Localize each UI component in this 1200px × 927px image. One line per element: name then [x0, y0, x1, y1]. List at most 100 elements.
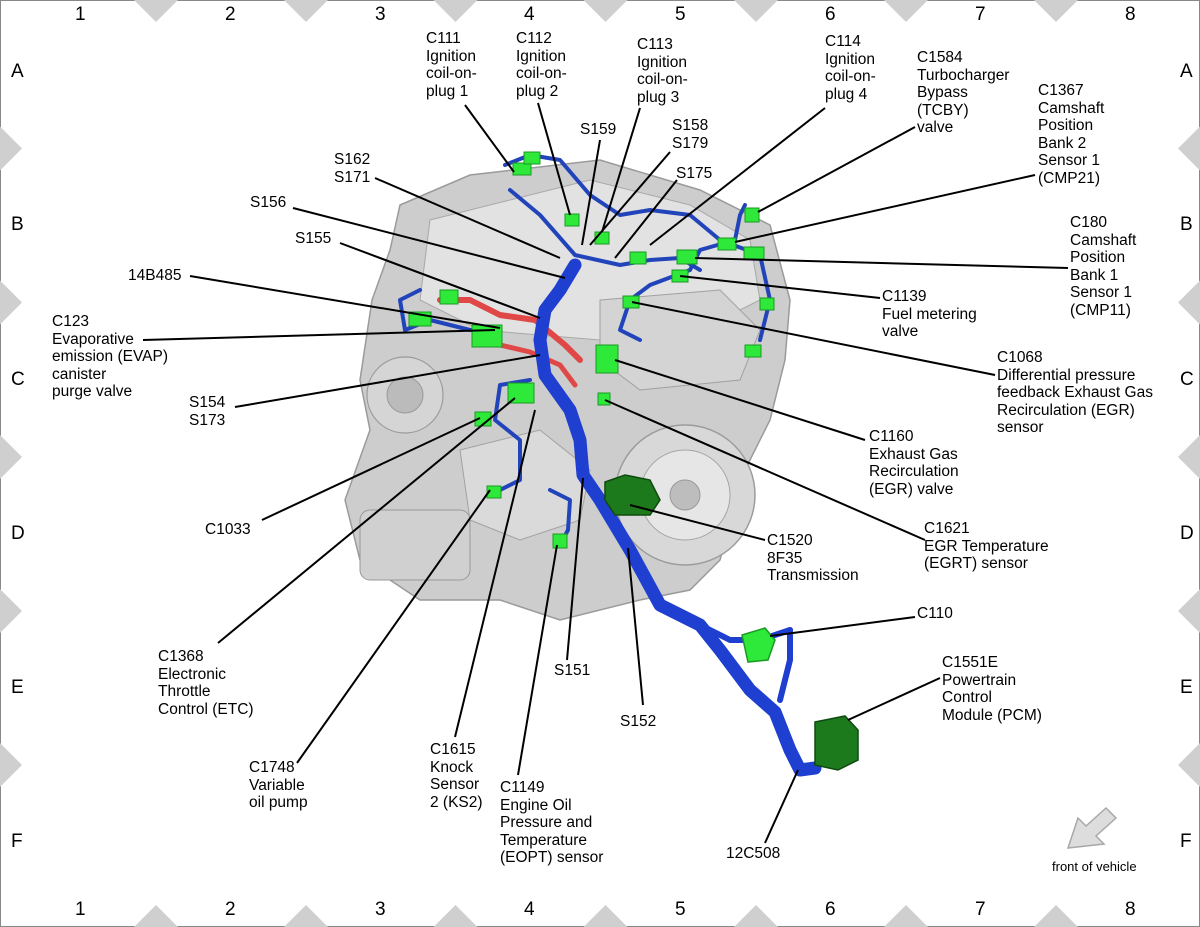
grid-col-bottom-1: 1 [75, 899, 86, 920]
frame-marker-top [884, 0, 928, 22]
label-c1748: C1748 Variable oil pump [249, 759, 308, 811]
label-c114: C114 Ignition coil-on- plug 4 [825, 33, 876, 103]
frame-marker-top [433, 0, 478, 22]
frame-marker-left [0, 280, 22, 325]
frame-marker-bottom [884, 905, 928, 927]
label-s155: S155 [295, 230, 332, 247]
grid-row-right-A: A [1180, 61, 1193, 82]
grid-row-left-D: D [11, 523, 25, 544]
grid-col-bottom-3: 3 [375, 899, 386, 920]
leader-lines [142, 102, 1069, 844]
grid-row-left-E: E [11, 677, 24, 698]
connector-c1367-shape [717, 237, 737, 251]
main-harness-trunk [533, 258, 822, 777]
label-c1621: C1621 EGR Temperature (EGRT) sensor [924, 520, 1049, 572]
frame-marker-top [1034, 0, 1078, 22]
label-c1068: C1068 Differential pressure feedback Exh… [997, 349, 1153, 436]
label-c1160: C1160 Exhaust Gas Recirculation (EGR) va… [869, 428, 959, 498]
front-of-vehicle-arrow [1066, 806, 1118, 849]
grid-col-top-7: 7 [975, 4, 986, 25]
right-branch-wire [618, 203, 747, 342]
connector-c180-shape [676, 249, 698, 265]
frame-marker-right [1178, 435, 1200, 479]
grid-row-left-C: C [11, 369, 25, 390]
connector-c1149-shape [552, 533, 568, 549]
label-c180: C180 Camshaft Position Bank 1 Sensor 1 (… [1070, 214, 1137, 319]
label-c1615: C1615 Knock Sensor 2 (KS2) [430, 741, 483, 811]
connectors [408, 151, 859, 771]
frame-marker-left [0, 743, 22, 787]
grid-row-left-A: A [11, 61, 24, 82]
label-s158-s179: S158 S179 [672, 117, 709, 152]
frame-marker-top [284, 0, 328, 22]
label-c1551e: C1551E Powertrain Control Module (PCM) [942, 654, 1042, 724]
label-c1139: C1139 Fuel metering valve [882, 288, 977, 340]
grid-col-top-5: 5 [675, 4, 686, 25]
label-12c508: 12C508 [726, 845, 781, 862]
connector-c1520-shape [604, 474, 661, 516]
label-c1367: C1367 Camshaft Position Bank 2 Sensor 1 … [1038, 82, 1105, 187]
wiring-harness [398, 153, 822, 777]
lower-left-wire [488, 378, 532, 497]
upper-branch-wire [503, 153, 772, 342]
frame-marker-bottom [734, 905, 778, 927]
frame-marker-bottom [1034, 905, 1078, 927]
connector-c1584-shape [744, 207, 760, 223]
frame-marker-left [0, 589, 22, 633]
grid-col-bottom-5: 5 [675, 899, 686, 920]
label-c1584: C1584 Turbocharger Bypass (TCBY) valve [917, 49, 1010, 136]
frame-marker-bottom [433, 905, 478, 927]
label-c110: C110 [917, 605, 953, 622]
label-s162-s171: S162 S171 [334, 151, 371, 186]
connector-c1160-shape [595, 344, 619, 374]
grid-row-right-B: B [1180, 214, 1193, 235]
frame-marker-left [0, 435, 22, 479]
label-14b485: 14B485 [128, 267, 182, 284]
connector-c1621-shape [597, 392, 611, 406]
label-s151: S151 [554, 662, 591, 679]
grid-col-bottom-2: 2 [225, 899, 236, 920]
grid-row-left-F: F [11, 831, 23, 852]
red-harness-branch [437, 297, 583, 363]
grid-row-right-C: C [1180, 369, 1194, 390]
frame-marker-top [583, 0, 628, 22]
frame-marker-right [1178, 743, 1200, 787]
grid-col-top-3: 3 [375, 4, 386, 25]
frame-marker-top [734, 0, 778, 22]
frame-marker-right [1178, 126, 1200, 171]
label-s152: S152 [620, 713, 657, 730]
label-c1520: C1520 8F35 Transmission [767, 532, 859, 584]
frame-marker-top [134, 0, 178, 22]
label-c1368: C1368 Electronic Throttle Control (ETC) [158, 648, 254, 718]
label-c1033: C1033 [205, 521, 251, 538]
frame-marker-bottom [134, 905, 178, 927]
grid-col-top-2: 2 [225, 4, 236, 25]
label-c113: C113 Ignition coil-on- plug 3 [637, 36, 688, 106]
grid-col-top-8: 8 [1125, 4, 1136, 25]
connector-c110-shape [741, 627, 776, 663]
frame-marker-bottom [583, 905, 628, 927]
label-c123: C123 Evaporative emission (EVAP) caniste… [52, 313, 168, 400]
pcm-branch [777, 627, 793, 703]
connector-c1748-shape [486, 485, 502, 499]
grid-row-left-B: B [11, 214, 24, 235]
frame-marker-right [1178, 589, 1200, 633]
grid-row-right-F: F [1180, 831, 1192, 852]
grid-col-bottom-4: 4 [524, 899, 535, 920]
frame-marker-bottom [284, 905, 328, 927]
label-c1149: C1149 Engine Oil Pressure and Temperatur… [500, 779, 604, 866]
grid-col-bottom-6: 6 [825, 899, 836, 920]
grid-row-right-E: E [1180, 677, 1193, 698]
label-s175: S175 [676, 165, 713, 182]
label-c112: C112 Ignition coil-on- plug 2 [516, 30, 567, 100]
grid-col-top-1: 1 [75, 4, 86, 25]
connector-c1551e-shape [814, 715, 859, 771]
grid-col-bottom-8: 8 [1125, 899, 1136, 920]
grid-col-top-4: 4 [524, 4, 535, 25]
connector-c112-shape [564, 213, 580, 227]
grid-col-top-6: 6 [825, 4, 836, 25]
label-s154-s173: S154 S173 [189, 394, 226, 429]
grid-col-bottom-7: 7 [975, 899, 986, 920]
